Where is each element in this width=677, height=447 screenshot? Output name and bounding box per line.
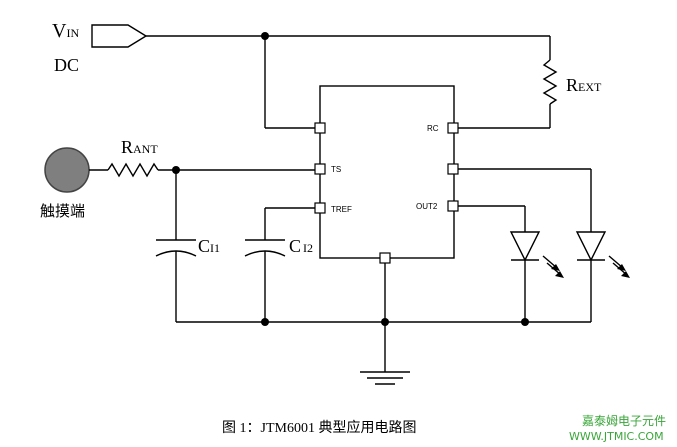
ci1-capacitor (155, 170, 197, 322)
vin-terminal (91, 24, 148, 48)
watermark-name: 嘉泰姆电子元件 (582, 414, 666, 428)
pin-rc (447, 122, 459, 134)
rant-label: RANT (121, 137, 158, 157)
pin-vdd (314, 122, 326, 134)
rant-resistor (89, 162, 315, 178)
rext-resistor (455, 59, 558, 129)
junction-dot (381, 318, 389, 326)
pin-label-out2: OUT2 (416, 202, 438, 211)
junction-dot (521, 318, 529, 326)
figure-caption: 图 1：JTM6001 典型应用电路图 (222, 419, 416, 436)
ci2-capacitor (244, 207, 315, 322)
pin-out2 (447, 200, 459, 212)
pin-label-tref: TREF (331, 205, 352, 214)
junction-dot (261, 318, 269, 326)
ground-symbol (360, 371, 410, 385)
pin-label-rc: RC (427, 124, 439, 133)
junction-dot (261, 32, 269, 40)
dc-label: DC (54, 55, 79, 75)
led-2 (458, 168, 630, 322)
led-1 (458, 205, 564, 322)
touch-pad (44, 147, 90, 193)
pin-label-ts: TS (331, 165, 341, 174)
vin-label: VIN (52, 20, 79, 42)
touch-pad-label: 触摸端 (40, 202, 85, 220)
pin-tref (314, 202, 326, 214)
pin-out1 (447, 163, 459, 175)
supply-rail (146, 35, 551, 129)
ci1-label: CI1 (198, 236, 220, 256)
pin-gnd (379, 252, 391, 264)
watermark-url: WWW.JTMIC.COM (569, 430, 664, 443)
pin-ts (314, 163, 326, 175)
ground-rail (176, 263, 591, 372)
rext-label: REXT (566, 75, 602, 95)
